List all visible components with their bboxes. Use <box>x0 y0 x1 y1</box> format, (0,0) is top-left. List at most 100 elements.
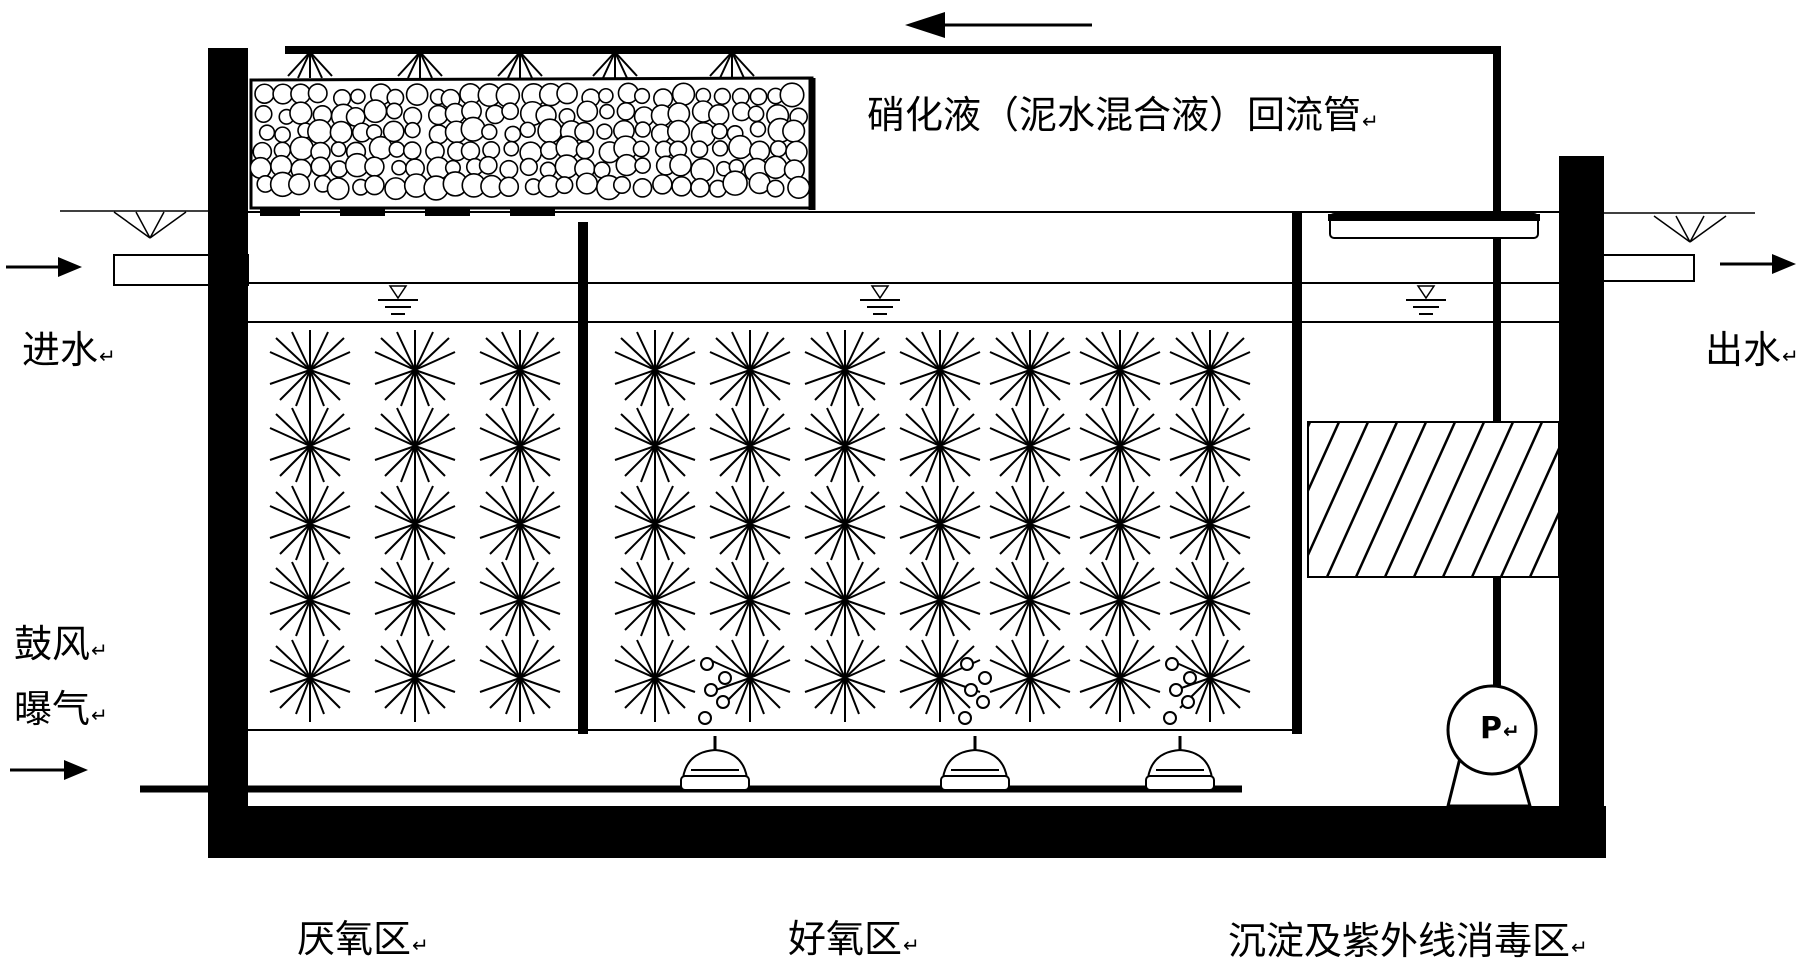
filler-ball <box>632 178 653 198</box>
filler-ball <box>632 140 650 158</box>
bubble <box>976 695 990 709</box>
filler-ball <box>307 83 328 104</box>
plant-array <box>269 330 1251 722</box>
hatch-line <box>1383 422 1457 577</box>
filler-ball <box>460 116 486 142</box>
filler-media <box>249 82 811 201</box>
bubble <box>716 695 730 709</box>
hatch-line <box>1617 422 1687 577</box>
filler-ball <box>598 87 614 104</box>
return-flow-arrowhead <box>905 12 945 38</box>
outlet-arrowhead <box>1772 254 1796 274</box>
hatch-line <box>1441 422 1515 577</box>
bubble <box>1163 711 1177 725</box>
filler-ball <box>503 140 520 157</box>
filler-ball <box>364 174 385 196</box>
filler-support <box>425 208 470 216</box>
filler-ball <box>666 119 691 143</box>
water-level-icon <box>377 285 419 315</box>
filler-ball <box>481 123 498 141</box>
tank-wall-left <box>208 48 248 858</box>
hatch-line <box>1499 445 1559 577</box>
filler-ball <box>574 121 595 143</box>
inlet-arrowhead <box>58 257 82 277</box>
filler-ball <box>782 119 806 143</box>
filler-ball <box>722 170 748 196</box>
filler-ball <box>747 105 765 123</box>
filler-ball <box>708 104 730 126</box>
filler-ball <box>612 175 632 194</box>
hatch-line <box>1412 422 1486 577</box>
bubble <box>964 683 978 697</box>
filler-ball <box>519 121 536 139</box>
air-bubbles <box>698 657 1197 725</box>
sprinkler-icon <box>397 51 443 79</box>
filler-ball <box>769 140 788 158</box>
filler-ball <box>402 141 422 160</box>
filler-ball <box>363 99 388 124</box>
filler-ball <box>499 159 519 179</box>
filler-ball <box>272 83 294 105</box>
filler-ball <box>258 124 276 141</box>
filler-ball <box>501 102 520 121</box>
filler-ball <box>763 155 788 180</box>
filler-ball <box>633 87 651 105</box>
filler-ball <box>289 101 313 125</box>
filler-ball <box>498 176 520 198</box>
filler-ball <box>330 160 349 178</box>
bubble <box>1165 657 1179 671</box>
sprinkler-icon <box>497 51 543 79</box>
filler-ball <box>274 126 291 144</box>
inclined-plates <box>1308 422 1687 577</box>
sprinkler-row <box>287 51 755 79</box>
bubble <box>700 657 714 671</box>
filler-ball <box>537 118 563 144</box>
filler-ball <box>711 140 729 157</box>
filler-ball <box>596 123 613 140</box>
filler-ball <box>254 105 273 124</box>
filler-ball <box>576 100 599 123</box>
water-level-icon <box>859 285 901 315</box>
filler-ball <box>310 156 331 177</box>
filler-ball <box>350 88 366 105</box>
air-diffuser-icon <box>939 734 1011 792</box>
bubble <box>704 683 718 697</box>
partition-anaerobic-aerobic <box>578 222 588 734</box>
filler-ball <box>779 82 805 108</box>
hatch-line <box>1308 422 1370 558</box>
partition-aerobic-settling <box>1292 212 1302 734</box>
filler-ball <box>289 136 314 161</box>
filler-ball <box>485 104 506 125</box>
bubble <box>958 711 972 725</box>
filler-ball <box>575 172 599 195</box>
filler-ball <box>364 156 385 177</box>
filler-ball <box>326 177 350 201</box>
filler-ball <box>634 157 651 174</box>
filler-ball <box>288 173 311 196</box>
grass-right <box>1653 215 1727 243</box>
filler-support <box>340 208 385 216</box>
bubble <box>1169 683 1183 697</box>
filler-ball <box>254 83 275 104</box>
filler-ball <box>504 125 522 143</box>
hatch-line <box>1325 422 1399 577</box>
filler-support <box>260 208 300 216</box>
hatch-line <box>1470 422 1544 577</box>
filler-ball <box>713 87 732 106</box>
hatch-line <box>1308 422 1341 494</box>
uv-lamp-cap <box>1328 214 1540 221</box>
filler-ball <box>385 102 403 120</box>
settling-hatch-zone <box>1307 421 1560 578</box>
filler-ball <box>556 82 578 105</box>
tank-floor <box>208 806 1606 858</box>
bubble <box>718 671 732 685</box>
filler-ball <box>690 177 710 198</box>
filler-ball <box>478 155 498 175</box>
tank-wall-right <box>1559 156 1604 858</box>
filler-ball <box>728 134 753 160</box>
filler-ball <box>539 140 559 160</box>
filler-ball <box>671 176 692 197</box>
bubble <box>698 711 712 725</box>
grass-left <box>113 211 187 239</box>
